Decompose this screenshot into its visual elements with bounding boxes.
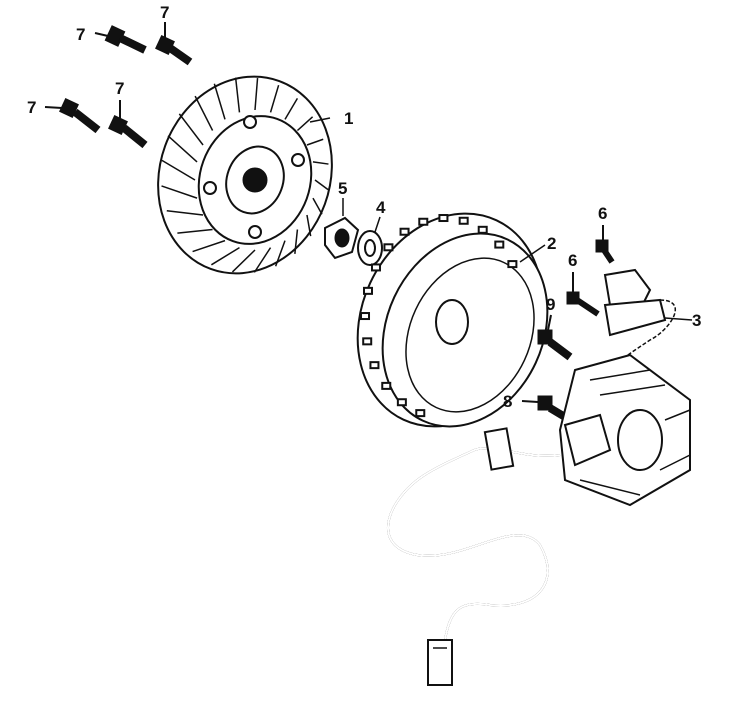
- fan-fin: [192, 239, 226, 253]
- rotor-slot: [415, 409, 426, 418]
- fan-fin: [177, 228, 213, 234]
- rotor-slot: [399, 227, 410, 236]
- fan-fin: [166, 210, 204, 216]
- callout-label-5: 5: [338, 179, 348, 198]
- fan-fin: [234, 77, 241, 113]
- fan-fin: [269, 84, 280, 113]
- rotor-slot: [507, 260, 518, 269]
- fan-fin: [161, 159, 196, 181]
- flywheel-fan: [157, 75, 333, 275]
- stator: [558, 353, 691, 507]
- rotor-slot: [396, 398, 407, 407]
- washer: [357, 216, 383, 266]
- callout-label-1: 1: [344, 109, 354, 128]
- callout-label-6: 6: [598, 204, 608, 223]
- fan-fin: [167, 135, 198, 163]
- callout-label-2: 2: [547, 234, 557, 253]
- rotor-slot: [381, 381, 392, 390]
- fan-fin: [314, 179, 329, 191]
- callout-label-7: 7: [76, 25, 86, 44]
- fan-fin: [296, 116, 314, 132]
- rotor-slot: [362, 337, 373, 346]
- rotor-slot: [360, 312, 371, 321]
- callout-label-9: 9: [546, 295, 556, 314]
- fan-fin: [213, 83, 226, 120]
- nut: [324, 198, 360, 260]
- fan-fin: [312, 197, 323, 215]
- fan-fin: [210, 246, 240, 266]
- fan-fin: [274, 240, 286, 267]
- fan-fin: [284, 98, 299, 120]
- fan-fin: [254, 78, 259, 111]
- rotor-slot: [458, 216, 469, 225]
- rotor-slot: [363, 286, 374, 295]
- rotor-slot: [369, 361, 380, 370]
- callout-label-8: 8: [503, 392, 513, 411]
- rotor-slot: [370, 263, 381, 272]
- callout-label-3: 3: [692, 311, 702, 330]
- callout-label-7: 7: [115, 79, 125, 98]
- rotor-slot: [438, 214, 449, 223]
- callout-label-6: 6: [568, 251, 578, 270]
- fan-fin: [194, 95, 214, 131]
- bolt-icon: [44, 22, 193, 149]
- fan-fin: [253, 247, 272, 273]
- rotor-slot: [383, 243, 394, 252]
- rotor-slot: [477, 225, 488, 234]
- fan-fin: [231, 249, 256, 273]
- wire-harness: [387, 427, 561, 686]
- callout-label-4: 4: [376, 198, 386, 217]
- fan-fin: [294, 229, 299, 254]
- fan-fin: [306, 138, 324, 146]
- fan-fin: [306, 214, 312, 237]
- fan-fin: [178, 113, 204, 146]
- fan-fin: [312, 161, 329, 165]
- callout-label-7: 7: [27, 98, 37, 117]
- callout-label-7: 7: [160, 3, 170, 22]
- fan-fin: [161, 185, 198, 199]
- rotor-slot: [494, 240, 505, 249]
- flywheel-rotor: [356, 212, 549, 428]
- rotor-slot: [418, 217, 429, 226]
